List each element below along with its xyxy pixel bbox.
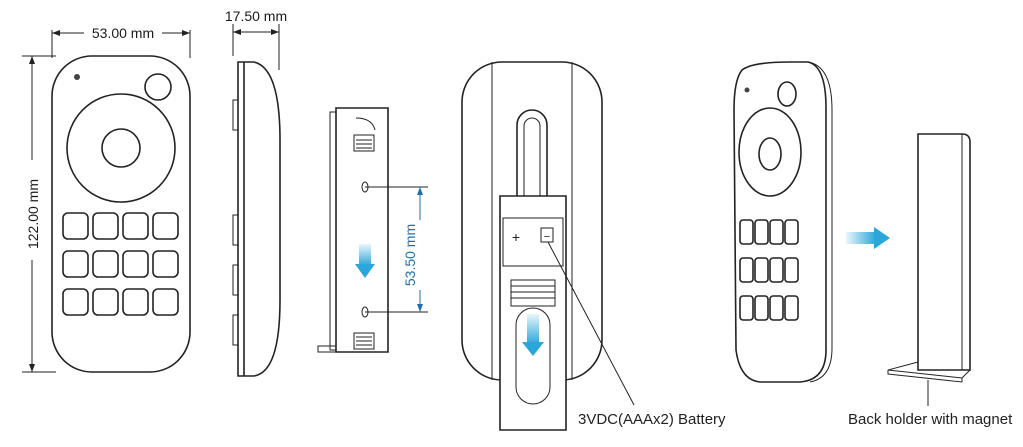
battery-cover: + − xyxy=(499,195,567,431)
keypad-key xyxy=(769,219,784,245)
keypad-key xyxy=(92,212,119,240)
thickness-label: 17.50 mm xyxy=(225,8,287,24)
color-wheel xyxy=(738,107,802,197)
arrow-down-icon xyxy=(522,314,544,356)
keypad-key xyxy=(122,212,149,240)
height-label: 122.00 mm xyxy=(25,179,41,249)
height-dimension: 122.00 mm xyxy=(22,55,56,373)
arrow-right-icon xyxy=(846,227,890,249)
power-button xyxy=(144,73,172,101)
keypad-key xyxy=(62,288,89,316)
top-clip xyxy=(353,134,375,152)
side-view-remote: 17.50 mm xyxy=(225,8,287,377)
battery-caption: 3VDC(AAAx2) Battery xyxy=(578,411,726,428)
battery-leader-line xyxy=(547,241,635,406)
arrow-down-icon xyxy=(355,244,375,278)
keypad-key xyxy=(784,219,799,245)
keypad-key xyxy=(152,212,179,240)
back-holder: Back holder with magnet xyxy=(848,133,1013,428)
keypad-key xyxy=(92,288,119,316)
keypad-key xyxy=(784,257,799,283)
keypad-key xyxy=(739,257,754,283)
back-view-battery: + − 3VDC(AAAx2) Battery xyxy=(461,61,726,431)
perspective-keypad xyxy=(739,219,799,321)
center-button xyxy=(758,137,782,171)
keypad-key xyxy=(739,219,754,245)
keypad-key xyxy=(754,257,769,283)
bottom-clip xyxy=(353,332,375,350)
battery-plus-symbol: + xyxy=(512,229,520,245)
keypad-key xyxy=(152,250,179,278)
front-keypad xyxy=(62,212,179,316)
keypad-key xyxy=(122,288,149,316)
keypad-key xyxy=(754,295,769,321)
wall-bracket-view: 53.50 mm xyxy=(317,107,428,353)
keypad-key xyxy=(62,212,89,240)
keypad-key xyxy=(152,288,179,316)
perspective-remote xyxy=(733,61,833,383)
hole-spacing-label: 53.50 mm xyxy=(402,224,418,286)
keypad-key xyxy=(769,295,784,321)
keypad-key xyxy=(92,250,119,278)
hole-spacing-dimension: 53.50 mm xyxy=(365,186,428,313)
width-dimension: 53.00 mm xyxy=(51,24,191,58)
keypad-key xyxy=(739,295,754,321)
center-button xyxy=(101,128,141,168)
width-label: 53.00 mm xyxy=(92,25,154,41)
holder-caption: Back holder with magnet xyxy=(848,411,1013,428)
power-button xyxy=(777,81,797,107)
keypad-key xyxy=(784,295,799,321)
thickness-dimension: 17.50 mm xyxy=(225,8,287,70)
keypad-key xyxy=(122,250,149,278)
keypad-key xyxy=(754,219,769,245)
keypad-key xyxy=(62,250,89,278)
keypad-key xyxy=(769,257,784,283)
indicator-led-icon xyxy=(744,87,750,93)
color-wheel xyxy=(66,93,176,203)
front-view-remote: 53.00 mm 122.00 mm xyxy=(22,24,191,373)
indicator-led-icon xyxy=(74,74,80,80)
battery-minus-symbol: − xyxy=(544,231,550,243)
